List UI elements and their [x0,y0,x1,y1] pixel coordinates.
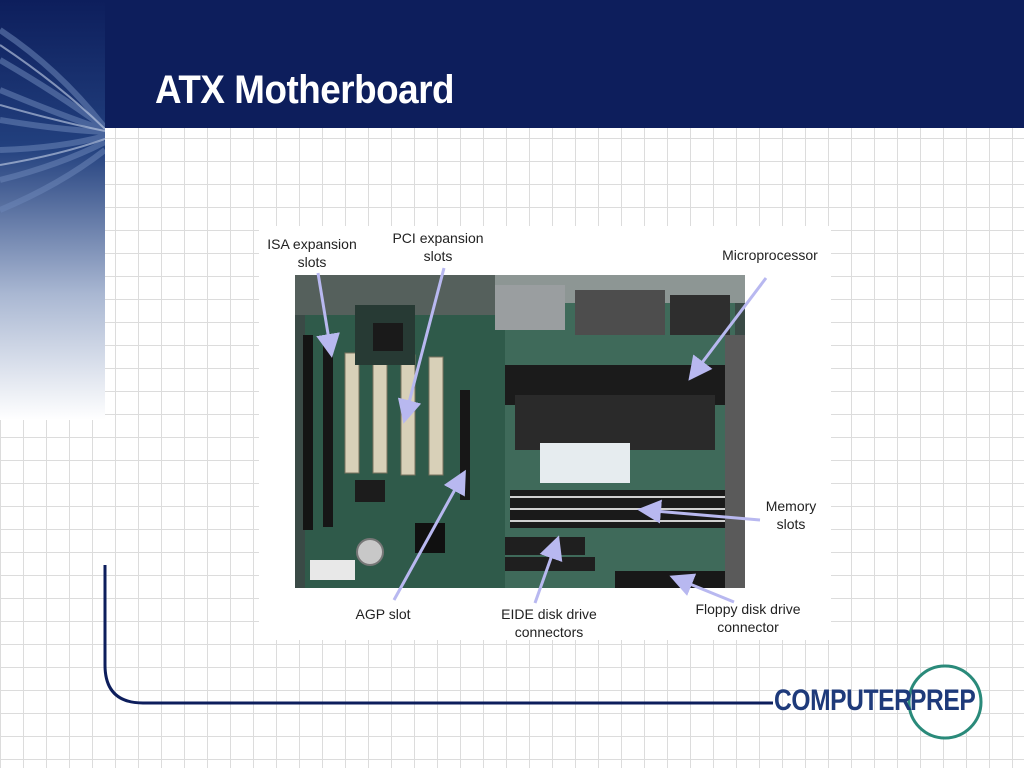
motherboard-photo [295,275,745,588]
pci-arrow [397,267,446,424]
title-bar [0,0,1024,128]
left-decoration [0,0,105,420]
floppy-arrow [669,573,735,604]
cpu-label: Microprocessor [722,247,818,263]
bottom-bracket-line [103,565,773,705]
slide-title: ATX Motherboard [155,68,455,112]
memory-arrow [637,499,761,524]
isa-arrow [316,272,340,358]
cpu-arrow [688,277,768,381]
eide-arrow [533,535,563,604]
agp-label: AGP slot [355,606,411,622]
logo-text-computer: COMPUTER [774,684,912,717]
computer-prep-logo: COMPUTER PREP [772,664,987,740]
logo-text-prep: PREP [910,684,976,717]
agp-arrow [392,469,466,601]
